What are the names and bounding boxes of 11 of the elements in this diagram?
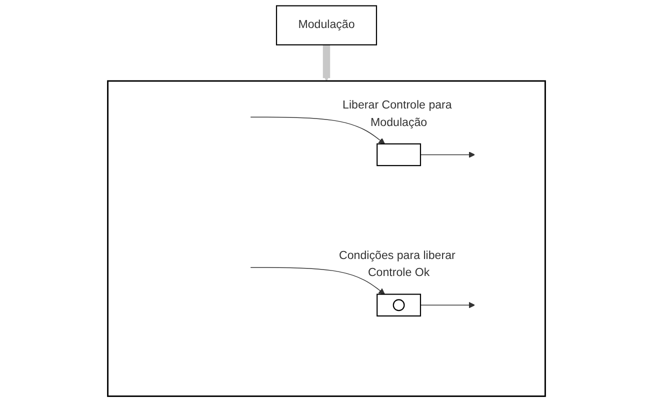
arrow bbox=[322, 44, 330, 82]
node-label: Liberar Controle para Modulação bbox=[342, 99, 452, 129]
arrow bbox=[250, 267, 386, 295]
node-box bbox=[376, 294, 422, 316]
arrow bbox=[250, 116, 386, 144]
cluster bbox=[107, 80, 546, 397]
node-box bbox=[376, 143, 422, 166]
arrow bbox=[420, 302, 475, 308]
node-label: Condições para liberar Controle Ok bbox=[338, 249, 456, 280]
node-box: Modulação bbox=[276, 5, 378, 46]
arrow bbox=[420, 152, 475, 158]
